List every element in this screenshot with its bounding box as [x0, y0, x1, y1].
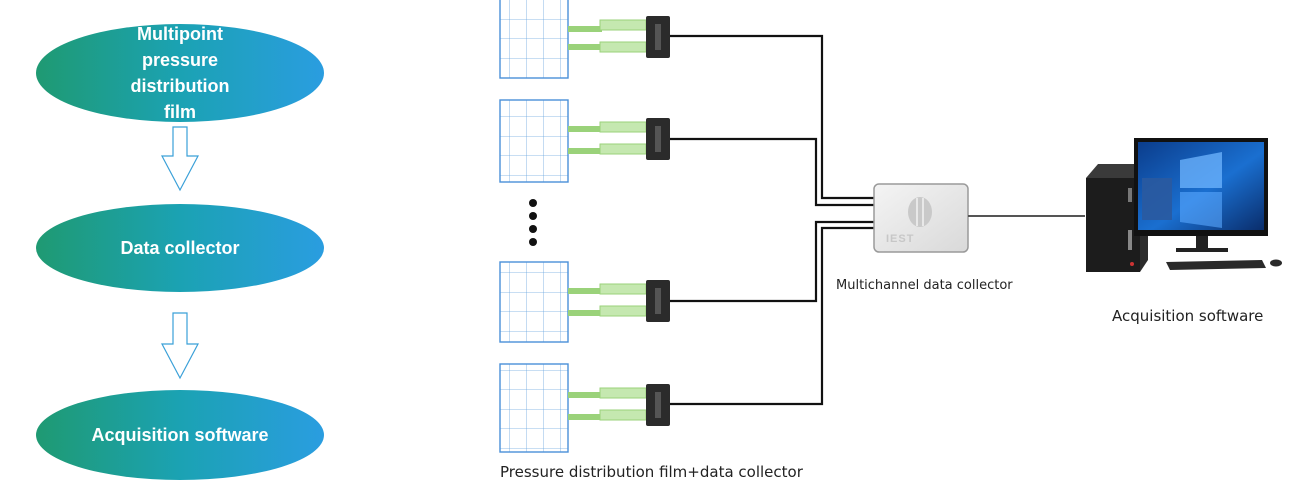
- monitor-icon: [1134, 138, 1268, 252]
- flow-step-film-line1: Multipoint pressure: [137, 24, 223, 70]
- caption-collector: Multichannel data collector: [836, 278, 1013, 293]
- flow-step-software: Acquisition software: [36, 390, 324, 480]
- signal-wires: [670, 34, 874, 406]
- down-arrow-icon: [161, 312, 199, 380]
- flow-step-collector-label: Data collector: [120, 238, 240, 258]
- flow-step-film: Multipoint pressure distribution film: [36, 24, 324, 122]
- flow-step-film-line2: distribution film: [130, 76, 230, 122]
- film-grid-icon: [499, 363, 569, 453]
- film-grid-icon: [499, 0, 569, 79]
- film-grid-icon: [499, 261, 569, 343]
- film-unit-2: [499, 99, 670, 183]
- film-unit-4: [499, 363, 670, 453]
- flow-step-software-label: Acquisition software: [91, 425, 269, 445]
- collector-box-icon: [873, 183, 969, 253]
- flow-step-collector: Data collector: [36, 204, 324, 292]
- computer-icon: [1086, 164, 1148, 272]
- down-arrow-icon: [161, 126, 199, 192]
- mouse-icon: [1270, 259, 1282, 267]
- caption-film: Pressure distribution film+data collecto…: [500, 463, 803, 481]
- film-unit-1: [499, 0, 670, 79]
- film-grid-icon: [499, 99, 569, 183]
- caption-software: Acquisition software: [1112, 307, 1264, 325]
- ellipsis-dots-icon: [529, 199, 537, 246]
- keyboard-icon: [1166, 260, 1266, 270]
- collector-logo: IEST: [886, 233, 915, 245]
- film-unit-3: [499, 261, 670, 343]
